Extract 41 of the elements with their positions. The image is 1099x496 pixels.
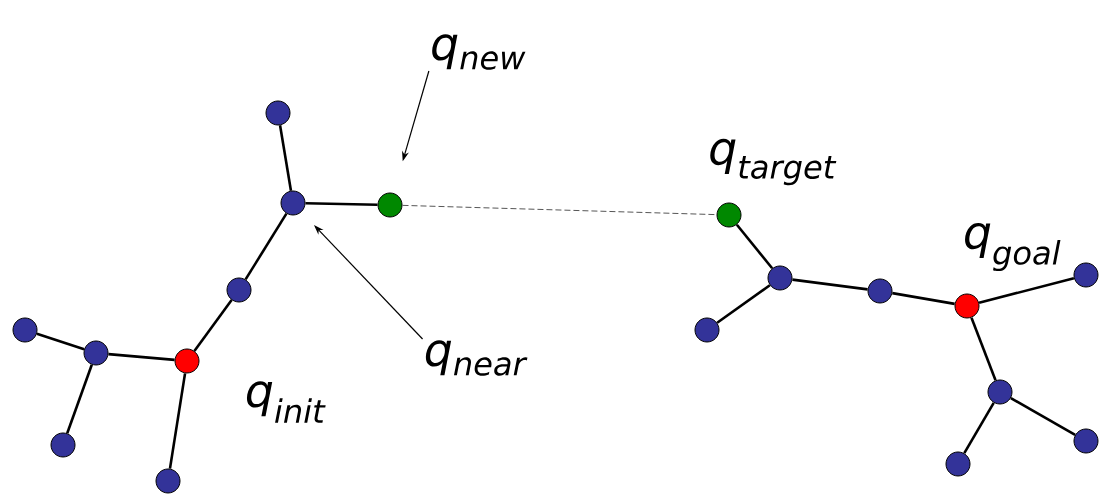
node-label: q$_{target}$ bbox=[710, 138, 837, 186]
tree-node bbox=[280, 190, 306, 216]
node-label: q$_{near}$ bbox=[425, 340, 528, 376]
tree-edge bbox=[970, 317, 997, 381]
tree-node bbox=[226, 277, 252, 303]
tree-node bbox=[377, 192, 403, 218]
node-label: q$_{goal}$ bbox=[965, 222, 1061, 272]
tree-edge bbox=[892, 291, 955, 306]
tree-edge bbox=[244, 212, 288, 281]
tree-edge bbox=[978, 276, 1075, 305]
tree-edge bbox=[66, 364, 93, 434]
node-label: q$_{init}$ bbox=[246, 381, 326, 423]
tree-node bbox=[1073, 262, 1099, 288]
dashed-connector bbox=[402, 204, 717, 216]
tree-edge bbox=[108, 352, 175, 362]
tree-edge bbox=[278, 125, 293, 191]
node-label: q$_{new}$ bbox=[432, 34, 526, 70]
tree-node bbox=[767, 265, 793, 291]
tree-node bbox=[694, 317, 720, 343]
tree-node bbox=[954, 293, 980, 319]
tree-node bbox=[174, 348, 200, 374]
tree-node bbox=[50, 432, 76, 458]
tree-edge bbox=[735, 223, 774, 270]
tree-node bbox=[155, 468, 181, 494]
tree-edge bbox=[305, 201, 378, 207]
tree-node bbox=[12, 317, 38, 343]
tree-edge bbox=[193, 299, 233, 352]
tree-edge bbox=[168, 373, 187, 469]
tree-node bbox=[265, 100, 291, 126]
tree-node bbox=[987, 379, 1013, 405]
tree-node bbox=[945, 451, 971, 477]
tree-edge bbox=[36, 332, 85, 351]
tree-edge bbox=[792, 278, 868, 291]
tree-node bbox=[716, 202, 742, 228]
tree-edge bbox=[1010, 397, 1076, 436]
tree-node bbox=[1073, 428, 1099, 454]
leader-line bbox=[314, 225, 424, 340]
tree-node bbox=[83, 340, 109, 366]
tree-edge bbox=[716, 284, 771, 324]
tree-node bbox=[867, 278, 893, 304]
tree-edge bbox=[963, 402, 995, 454]
